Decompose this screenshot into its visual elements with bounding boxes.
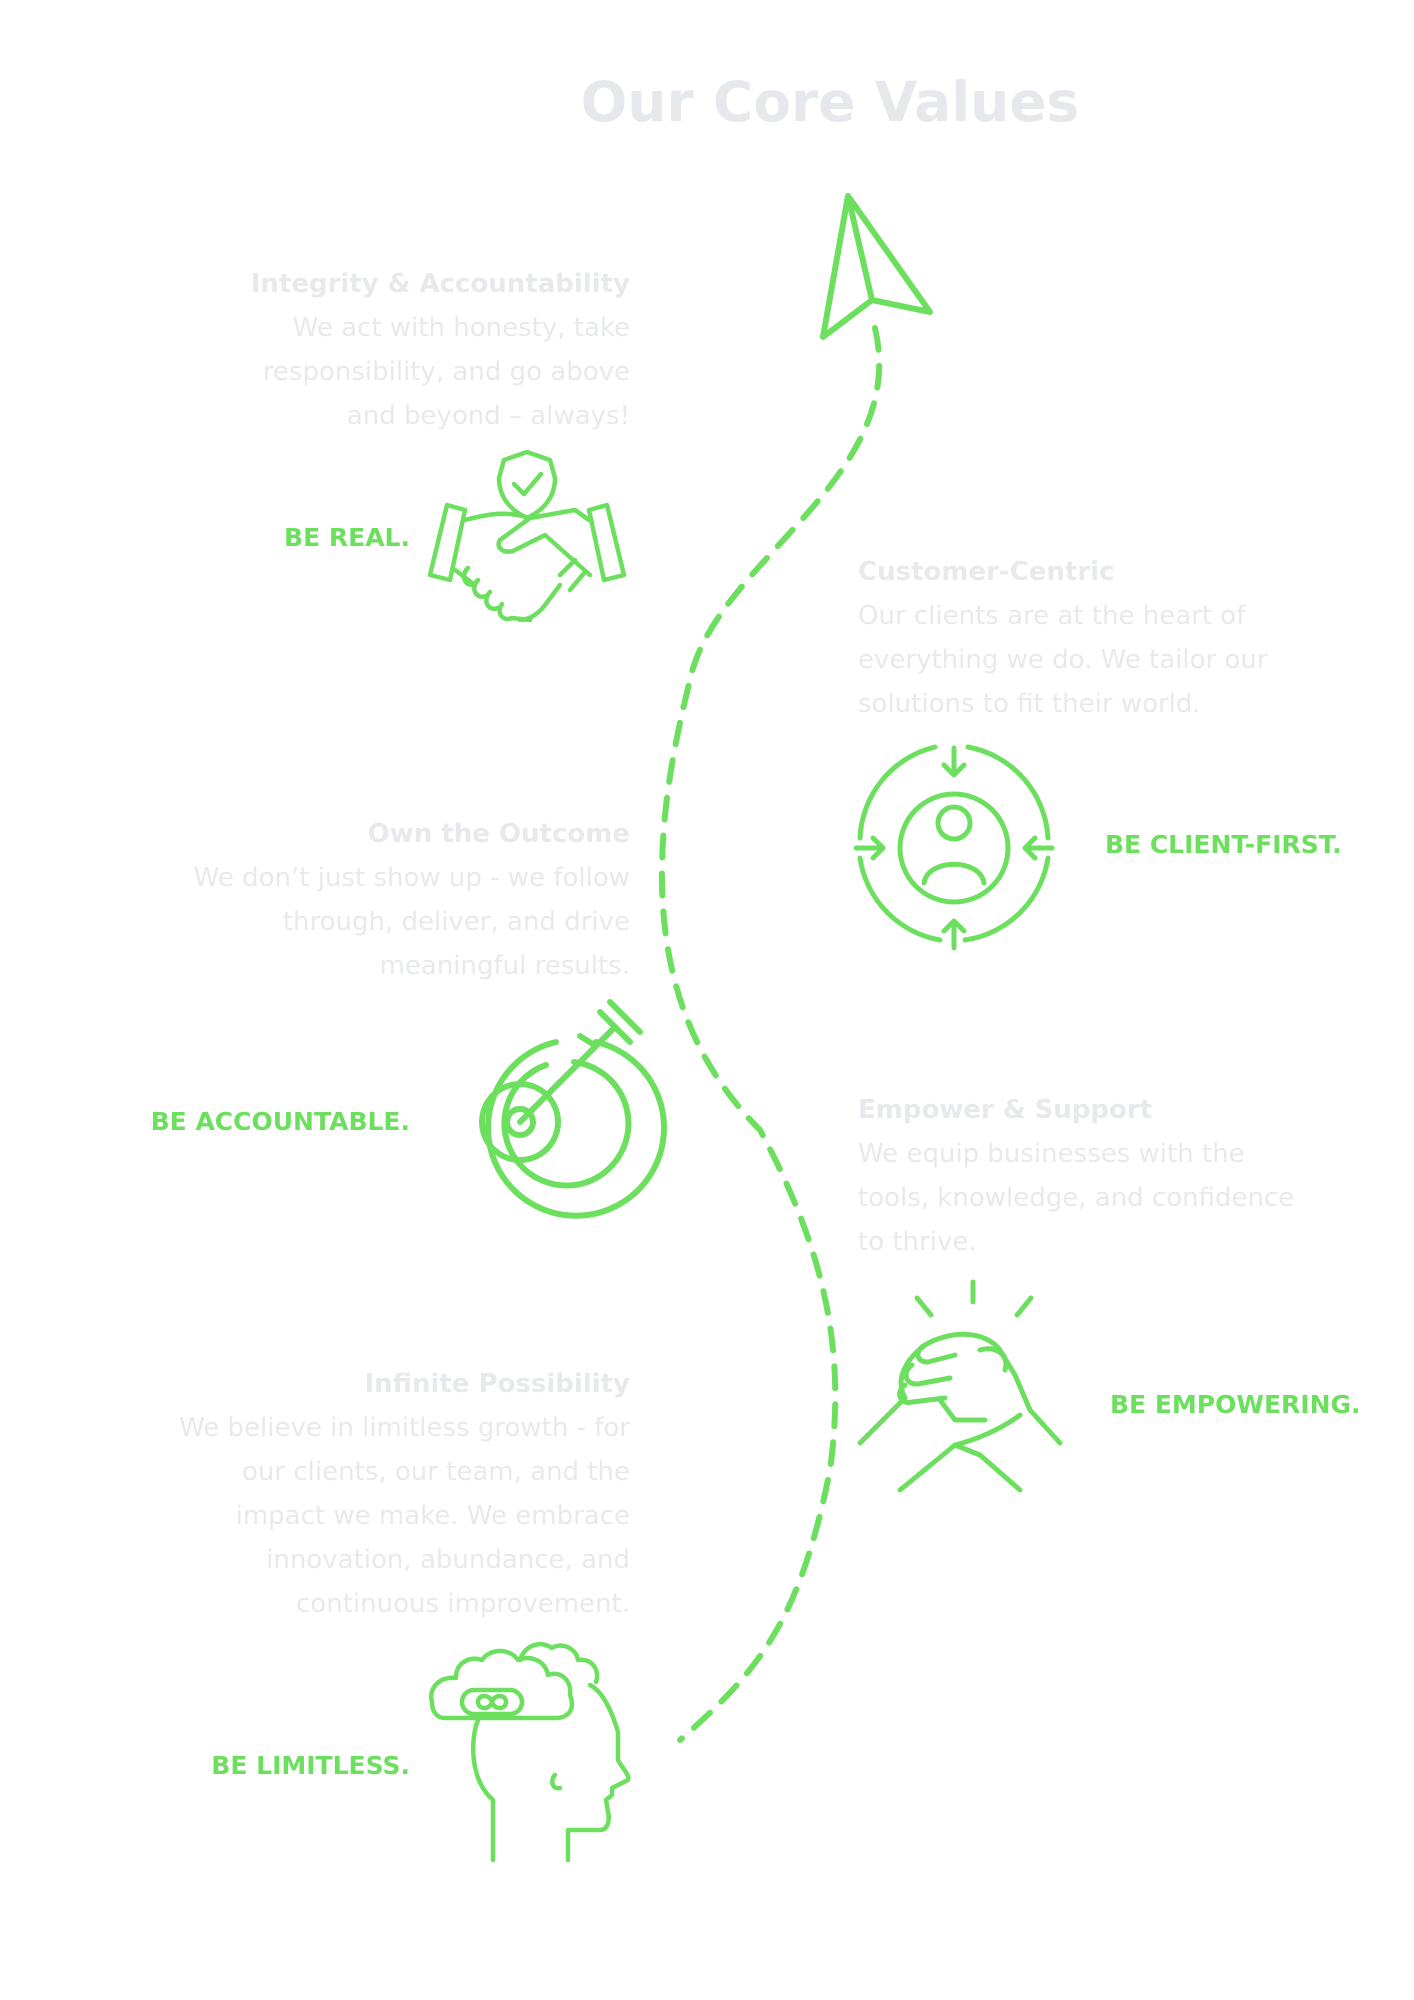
mind-infinity-icon	[428, 1642, 631, 1863]
customer-focus-icon	[853, 744, 1055, 951]
value-description: Our clients are at the heart of everythi…	[858, 601, 1268, 719]
value-heading: Infinite Possibility	[364, 1369, 631, 1399]
page-title: Our Core Values	[580, 70, 1080, 134]
value-heading: Own the Outcome	[367, 819, 630, 849]
value-heading: Empower & Support	[858, 1095, 1153, 1125]
value-block-infinite-possibility: Infinite Possibility We believe in limit…	[150, 1362, 630, 1626]
value-block-own-outcome: Own the Outcome We don’t just show up - …	[190, 812, 630, 988]
value-description: We equip businesses with the tools, know…	[858, 1139, 1295, 1257]
target-arrow-icon	[479, 999, 667, 1219]
value-heading: Integrity & Accountability	[250, 269, 630, 299]
value-description: We act with honesty, take responsibility…	[262, 313, 630, 431]
value-slogan: BE REAL.	[284, 523, 410, 552]
handshake-shield-icon	[427, 449, 627, 623]
value-slogan: BE CLIENT-FIRST.	[1105, 830, 1342, 859]
journey-dashed-path	[658, 325, 883, 1743]
value-description: We don’t just show up - we follow throug…	[193, 863, 630, 981]
value-block-customer-centric: Customer-Centric Our clients are at the …	[858, 550, 1268, 726]
value-block-empower-support: Empower & Support We equip businesses wi…	[858, 1088, 1308, 1264]
value-block-integrity: Integrity & Accountability We act with h…	[210, 262, 630, 438]
value-slogan: BE ACCOUNTABLE.	[150, 1107, 410, 1136]
value-description: We believe in limitless growth - for our…	[179, 1413, 630, 1619]
paper-plane-icon	[820, 193, 933, 340]
clasped-hands-icon	[857, 1279, 1063, 1493]
value-slogan: BE EMPOWERING.	[1110, 1390, 1361, 1419]
value-heading: Customer-Centric	[858, 557, 1115, 587]
value-slogan: BE LIMITLESS.	[211, 1751, 410, 1780]
